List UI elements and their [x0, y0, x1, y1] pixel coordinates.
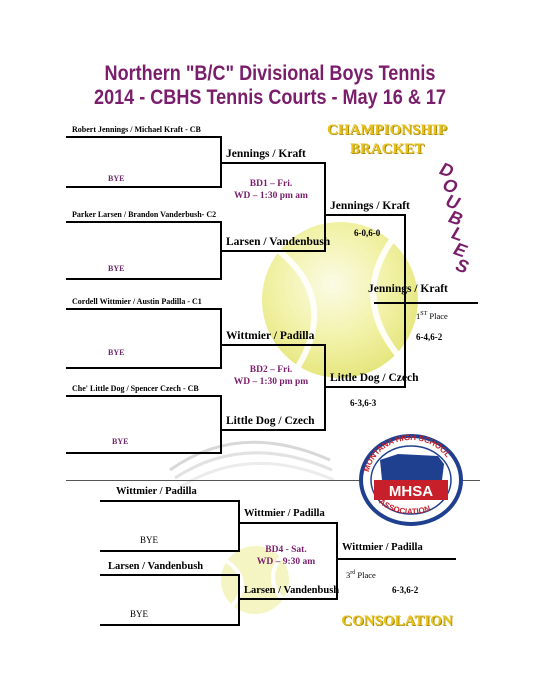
consolation-entry: Larsen / Vandenbush — [108, 561, 204, 572]
bracket-line — [100, 550, 240, 552]
consolation-winner: Larsen / Vandenbush — [244, 585, 340, 596]
semifinal-winner: Little Dog / Czech — [330, 372, 419, 384]
bracket-line — [336, 522, 338, 600]
match-schedule-bd4: BD4 - Sat. WD – 9:30 am — [238, 544, 334, 568]
bracket-line — [238, 522, 338, 524]
place-number: 3 — [346, 570, 351, 580]
bracket-line — [220, 395, 222, 454]
bracket-line — [66, 186, 222, 188]
bracket-line — [66, 367, 222, 369]
bracket-winner: Little Dog / Czech — [226, 415, 315, 427]
bracket-winner: Larsen / Vandenbush — [226, 236, 331, 248]
bracket-line — [66, 278, 222, 280]
bracket-line — [66, 221, 222, 223]
consolation-winner: Wittmier / Padilla — [244, 508, 325, 519]
place-text: Place — [427, 311, 448, 321]
mhsa-logo: MHSA MONTANA HIGH SCHOOL ASSOCIATION — [359, 434, 463, 526]
championship-label: CHAMPIONSHIP BRACKET — [312, 121, 462, 159]
bye-label: BYE — [108, 348, 125, 357]
bracket-line — [238, 598, 338, 600]
bracket-entry: Cordell Wittmier / Austin Padilla - C1 — [72, 297, 202, 306]
bracket-entry: Parker Larsen / Brandon Vanderbush- C2 — [72, 210, 217, 219]
bye-label: BYE — [130, 609, 148, 619]
bye-label: BYE — [112, 437, 129, 446]
consolation-label: CONSOLATION — [341, 613, 453, 629]
match-schedule-bd2: BD2 – Fri. WD – 1:30 pm pm — [216, 364, 326, 388]
place-number: 1 — [416, 311, 421, 321]
match-score: 6-3,6-3 — [350, 398, 377, 408]
bracket-line — [324, 162, 326, 252]
bye-label: BYE — [108, 174, 125, 183]
bracket-line — [220, 162, 326, 164]
bracket-line — [220, 429, 326, 431]
logo-main-text: MHSA — [389, 483, 433, 500]
bracket-line — [100, 574, 240, 576]
bracket-line — [238, 500, 240, 552]
bracket-line — [100, 500, 240, 502]
schedule-line: WD – 1:30 pm am — [234, 191, 308, 201]
semifinal-winner: Jennings / Kraft — [330, 200, 410, 212]
bracket-line — [220, 344, 326, 346]
schedule-line: BD4 - Sat. — [265, 545, 307, 555]
place-suffix: ST — [420, 311, 428, 318]
championship-label-line2: BRACKET — [349, 141, 425, 157]
consolation-entry: Wittmier / Padilla — [116, 486, 197, 497]
page-subtitle: 2014 - CBHS Tennis Courts - May 16 & 17 — [94, 86, 446, 109]
championship-label-line1: CHAMPIONSHIP — [327, 122, 447, 138]
bracket-entry: Robert Jennings / Michael Kraft - CB — [72, 125, 201, 134]
bracket-line — [66, 136, 222, 138]
consolation-champion: Wittmier / Padilla — [342, 542, 423, 553]
match-schedule-bd1: BD1 – Fri. WD – 1:30 pm am — [216, 178, 326, 202]
bracket-line — [66, 308, 222, 310]
place-text: Place — [355, 570, 376, 580]
page-title: Northern "B/C" Divisional Boys Tennis — [104, 62, 436, 85]
section-divider — [66, 480, 480, 481]
schedule-line: WD – 1:30 pm pm — [233, 377, 309, 387]
bracket-line — [238, 574, 240, 626]
schedule-line: WD – 9:30 am — [256, 557, 316, 567]
consolation-score: 6-3,6-2 — [392, 585, 419, 595]
bracket-winner: Wittmier / Padilla — [226, 330, 315, 342]
match-score: 6-0,6-0 — [354, 228, 381, 238]
bracket-line — [404, 214, 406, 388]
schedule-line: BD1 – Fri. — [249, 179, 293, 189]
bracket-line — [324, 214, 406, 216]
place-suffix: rd — [350, 570, 356, 577]
final-score: 6-4,6-2 — [416, 332, 443, 342]
bracket-line — [336, 558, 456, 560]
bracket-line — [220, 250, 326, 252]
bracket-line — [66, 395, 222, 397]
bye-label: BYE — [140, 535, 158, 545]
third-place-label: 3rd Place — [346, 570, 376, 580]
bracket-line — [374, 302, 478, 304]
bracket-line — [220, 308, 222, 369]
schedule-line: BD2 – Fri. — [249, 365, 293, 375]
bye-label: BYE — [108, 264, 125, 273]
first-place-label: 1ST Place — [416, 311, 448, 321]
bracket-line — [66, 452, 222, 454]
bracket-line — [324, 386, 406, 388]
bracket-winner: Jennings / Kraft — [226, 148, 306, 160]
champion-name: Jennings / Kraft — [368, 283, 448, 295]
bracket-entry: Che' Little Dog / Spencer Czech - CB — [72, 384, 199, 393]
bracket-line — [100, 624, 240, 626]
